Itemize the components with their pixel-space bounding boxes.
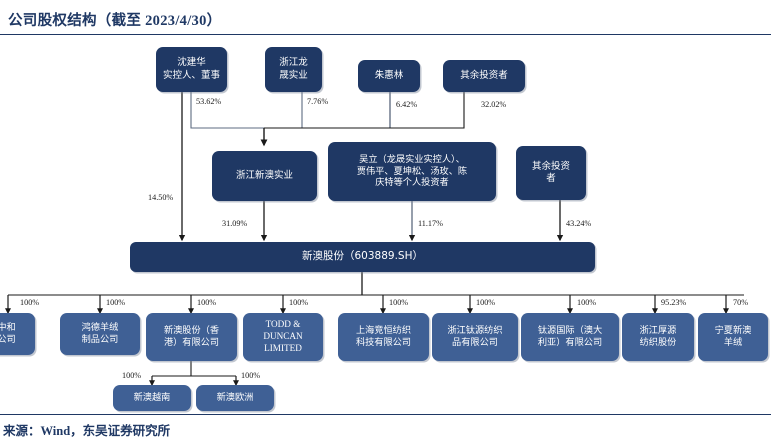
node-subsidiary-shanghai-jingheng-line2: 科技有限公司 bbox=[355, 337, 412, 348]
node-subsidiary-zhonghe-line2: 公司 bbox=[0, 334, 16, 345]
pct-sub5: 100% bbox=[389, 298, 409, 307]
node-subsidiary-xinao-europe[interactable]: 新澳欧洲 bbox=[196, 385, 274, 411]
node-other-investors-mid-line2: 者 bbox=[546, 173, 556, 184]
pct-sub9: 70% bbox=[733, 298, 749, 307]
node-subsidiary-hongde-line2: 制品公司 bbox=[81, 334, 119, 345]
node-subsidiary-xinao-hk-line1: 新澳股份（香 bbox=[163, 325, 220, 337]
node-shen-jianhua-line2: 实控人、董事 bbox=[162, 69, 220, 81]
node-subsidiary-todd-duncan-line3: LIMITED bbox=[264, 342, 302, 353]
node-other-investors-mid[interactable]: 其余投资 者 bbox=[516, 146, 586, 200]
pct-hk-europe: 100% bbox=[241, 371, 261, 380]
node-subsidiary-zhejiang-taiyuan-line2: 品有限公司 bbox=[452, 337, 498, 348]
node-subsidiary-zhejiang-taiyuan[interactable]: 浙江钛源纺织 品有限公司 bbox=[432, 313, 518, 361]
node-zhejiang-longsheng-line2: 晟实业 bbox=[279, 69, 308, 81]
node-subsidiary-ningxia-xinao-line2: 羊绒 bbox=[723, 337, 743, 348]
node-individual-investors-line3: 庆特等个人投资者 bbox=[375, 177, 449, 189]
node-subsidiary-xinao-europe-label: 新澳欧洲 bbox=[216, 392, 254, 404]
node-individual-investors-line2: 贾伟平、夏坤松、汤玫、陈 bbox=[356, 165, 468, 177]
node-subsidiary-zhejiang-houyuan-line1: 浙江厚源 bbox=[639, 325, 677, 337]
node-subsidiary-xinao-hk-line2: 港）有限公司 bbox=[163, 337, 220, 348]
node-other-investors-top[interactable]: 其余投资者 bbox=[443, 60, 525, 92]
node-zhu-huilin-label: 朱惠林 bbox=[374, 69, 404, 81]
node-subsidiary-hongde-line1: 鸿德羊绒 bbox=[81, 322, 119, 334]
source-note: 来源：Wind，东吴证券研究所 bbox=[3, 424, 171, 438]
pct-longsheng-to-xinaoshiye: 7.76% bbox=[307, 97, 329, 106]
node-other-investors-top-label: 其余投资者 bbox=[460, 69, 508, 81]
node-subsidiary-xinao-vietnam-label: 新澳越南 bbox=[133, 392, 171, 404]
node-subsidiary-taiyuan-international[interactable]: 钛源国际（澳大 利亚）有限公司 bbox=[521, 313, 619, 361]
node-subsidiary-xinao-vietnam[interactable]: 新澳越南 bbox=[113, 385, 191, 411]
node-subsidiary-zhonghe-line1: 中和 bbox=[0, 322, 16, 334]
pct-sub1: 100% bbox=[20, 298, 40, 307]
node-subsidiary-shanghai-jingheng[interactable]: 上海竞恒纺织 科技有限公司 bbox=[338, 313, 429, 361]
node-xinao-listed-company-label: 新澳股份（603889.SH） bbox=[302, 250, 423, 263]
pct-sub8: 95.23% bbox=[661, 298, 687, 307]
node-shen-jianhua[interactable]: 沈建华 实控人、董事 bbox=[156, 47, 227, 92]
node-subsidiary-zhejiang-houyuan-line2: 纺织股份 bbox=[639, 337, 677, 348]
node-subsidiary-todd-duncan[interactable]: TODD & DUNCAN LIMITED bbox=[243, 313, 323, 361]
node-subsidiary-taiyuan-international-line1: 钛源国际（澳大 bbox=[537, 325, 603, 337]
node-subsidiary-zhonghe[interactable]: 中和 公司 bbox=[0, 313, 35, 355]
node-zhejiang-xinao-shiye[interactable]: 浙江新澳实业 bbox=[212, 151, 317, 201]
node-subsidiary-hongde[interactable]: 鸿德羊绒 制品公司 bbox=[60, 313, 140, 355]
node-subsidiary-zhejiang-houyuan[interactable]: 浙江厚源 纺织股份 bbox=[622, 313, 694, 361]
node-zhejiang-xinao-shiye-label: 浙江新澳实业 bbox=[235, 169, 293, 181]
pct-hk-vietnam: 100% bbox=[122, 371, 142, 380]
node-zhejiang-longsheng[interactable]: 浙江龙 晟实业 bbox=[265, 47, 322, 92]
source-divider bbox=[0, 414, 771, 415]
node-subsidiary-zhejiang-taiyuan-line1: 浙江钛源纺织 bbox=[447, 325, 503, 337]
pct-othermid-to-listed: 43.24% bbox=[566, 219, 592, 228]
node-other-investors-mid-line1: 其余投资 bbox=[531, 160, 570, 172]
page-title: 公司股权结构（截至 2023/4/30） bbox=[8, 13, 222, 29]
pct-individuals-to-listed: 11.17% bbox=[418, 219, 443, 228]
pct-shen-to-xinaoshiye: 53.62% bbox=[196, 97, 222, 106]
node-individual-investors[interactable]: 吴立（龙晟实业实控人）、 贾伟平、夏坤松、汤玫、陈 庆特等个人投资者 bbox=[328, 142, 496, 201]
node-zhejiang-longsheng-line1: 浙江龙 bbox=[279, 57, 308, 69]
node-shen-jianhua-line1: 沈建华 bbox=[177, 57, 206, 69]
node-subsidiary-shanghai-jingheng-line1: 上海竞恒纺织 bbox=[355, 325, 412, 337]
pct-sub4: 100% bbox=[289, 298, 309, 307]
pct-sub2: 100% bbox=[106, 298, 126, 307]
node-subsidiary-ningxia-xinao-line1: 宁夏新澳 bbox=[714, 325, 752, 337]
pct-shen-direct: 14.50% bbox=[148, 193, 174, 202]
node-subsidiary-todd-duncan-line1: TODD & bbox=[265, 319, 301, 330]
pct-othertop-to-xinaoshiye: 32.02% bbox=[481, 100, 507, 109]
node-xinao-listed-company[interactable]: 新澳股份（603889.SH） bbox=[130, 242, 595, 272]
pct-xinaoshiye-to-listed: 31.09% bbox=[222, 219, 248, 228]
node-zhu-huilin[interactable]: 朱惠林 bbox=[358, 60, 420, 92]
pct-sub6: 100% bbox=[476, 298, 496, 307]
node-subsidiary-todd-duncan-line2: DUNCAN bbox=[263, 331, 303, 342]
pct-zhu-to-xinaoshiye: 6.42% bbox=[396, 100, 418, 109]
node-individual-investors-line1: 吴立（龙晟实业实控人）、 bbox=[359, 153, 465, 165]
pct-sub3: 100% bbox=[197, 298, 217, 307]
pct-sub7: 100% bbox=[577, 298, 597, 307]
title-divider bbox=[0, 34, 771, 35]
node-subsidiary-taiyuan-international-line2: 利亚）有限公司 bbox=[537, 337, 603, 348]
node-subsidiary-ningxia-xinao[interactable]: 宁夏新澳 羊绒 bbox=[698, 313, 768, 361]
node-subsidiary-xinao-hk[interactable]: 新澳股份（香 港）有限公司 bbox=[146, 313, 237, 361]
